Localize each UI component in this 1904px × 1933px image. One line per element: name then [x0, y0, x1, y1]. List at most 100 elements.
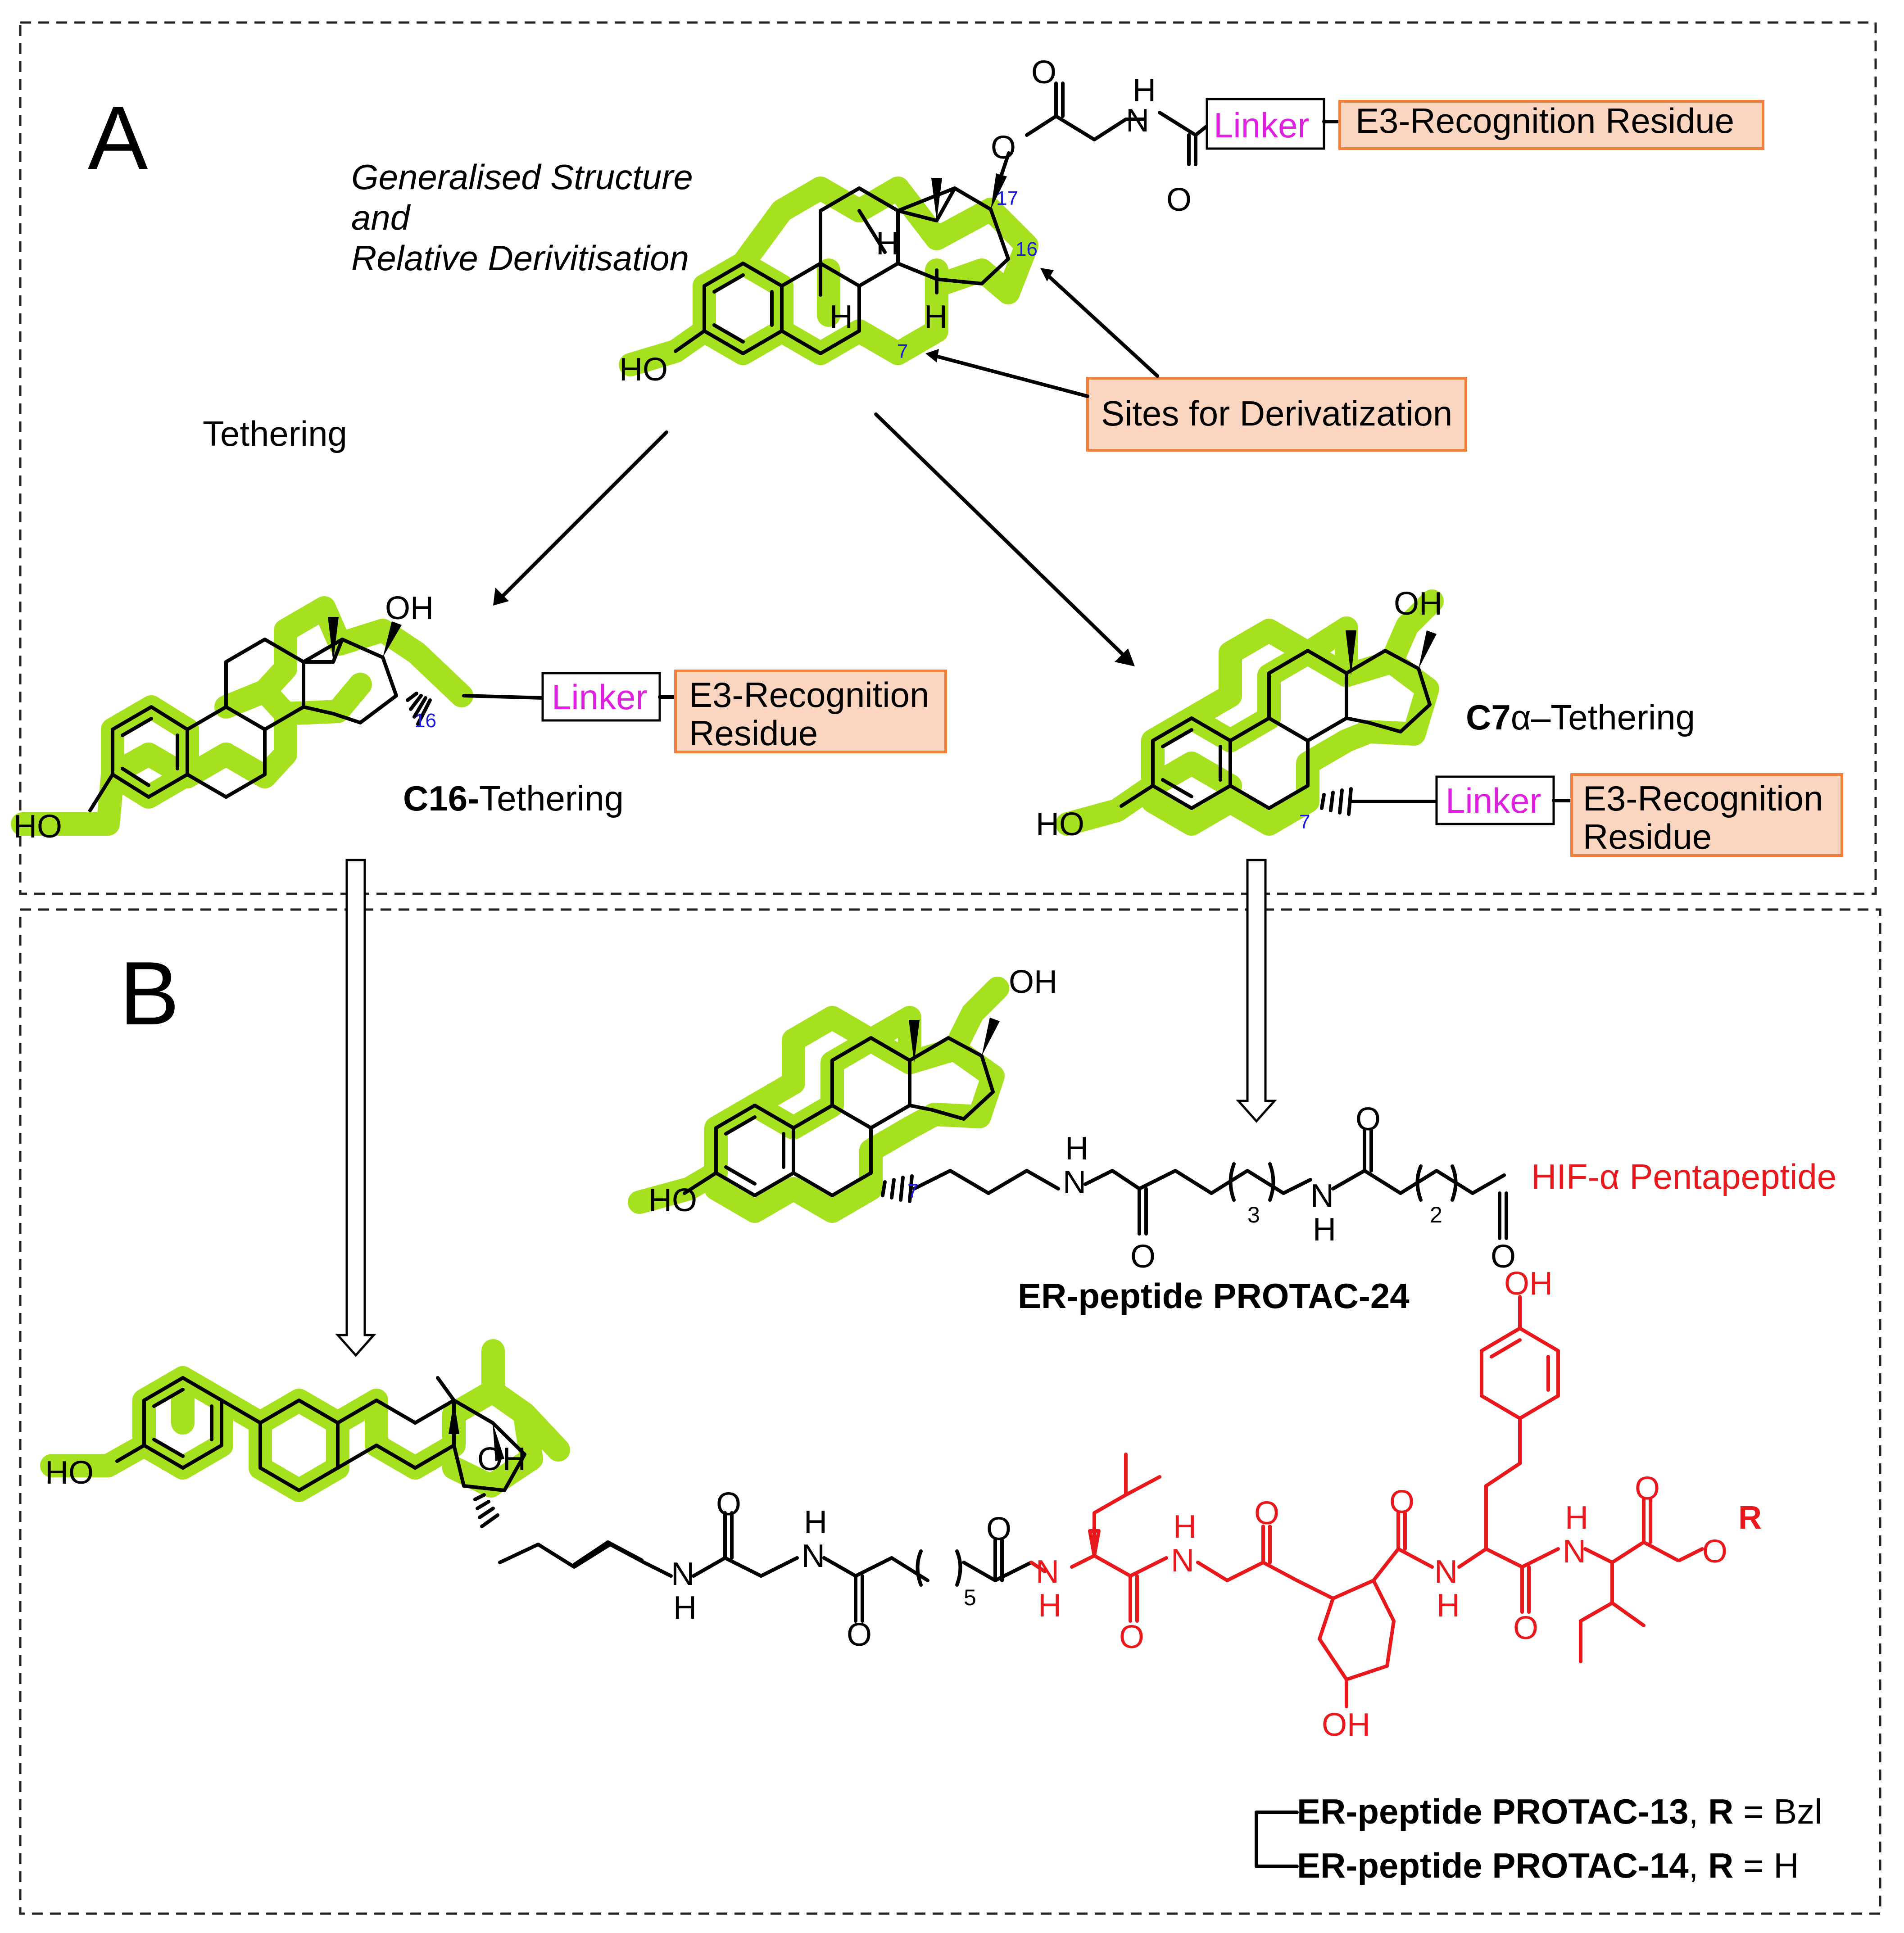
- protac-14-label: ER-peptide PROTAC-14, R = H: [1297, 1846, 1799, 1885]
- h14-atom: H: [924, 299, 947, 335]
- amide-o-atom: O: [1166, 182, 1192, 218]
- p13-n2-atom: N: [802, 1538, 825, 1574]
- hash-bond-16: [406, 692, 432, 726]
- c16-ho-atom: HO: [14, 809, 62, 845]
- sites-box: [1086, 377, 1467, 452]
- e3-box-c7: [1570, 773, 1843, 857]
- e3-label-top: E3-Recognition Residue: [1355, 101, 1734, 140]
- protac-13-label: ER-peptide PROTAC-13, R = Bzl: [1297, 1792, 1822, 1831]
- p13-h3-atom: H: [1038, 1588, 1061, 1624]
- panel-b-label: B: [119, 943, 179, 1044]
- c16-pos-label: 16: [414, 710, 436, 732]
- p13-oh-atom: OH: [477, 1441, 526, 1477]
- linker-label-c16: Linker: [552, 677, 647, 717]
- pos-17-label: 17: [996, 187, 1018, 209]
- e3-box-top: [1338, 100, 1764, 150]
- protac-24-structure: HO OH 7 N H O 3 N H O 2 O HIF-α Pentapep…: [628, 964, 1836, 1275]
- linker-label-top: Linker: [1214, 105, 1309, 145]
- generalised-estradiol-structure: HO H H H 17 16 7 O O N H O Linker E3-Rec…: [619, 54, 1764, 388]
- compound-bracket: [1255, 1811, 1299, 1868]
- p24-n1-atom: N: [1063, 1164, 1086, 1200]
- general-title-line1: Generalised Structure: [351, 157, 693, 197]
- sites-label: Sites for Derivatization: [1101, 394, 1452, 433]
- e3-c7-line1: E3-Recognition: [1583, 779, 1823, 818]
- site-arrows: [925, 268, 1159, 398]
- p13-oh2-atom: OH: [1322, 1707, 1370, 1743]
- protac-13-14-structure: HO OH N H O N H O 5 O N H O N H O OH O N…: [40, 1266, 1762, 1743]
- p24-ho-atom: HO: [648, 1182, 697, 1218]
- p13-n5-atom: N: [1434, 1554, 1458, 1590]
- p24-h2-atom: H: [1313, 1212, 1336, 1248]
- e3-c16-line2: Residue: [689, 713, 818, 753]
- p13-o3-atom: O: [986, 1511, 1011, 1547]
- p24-h1-atom: H: [1065, 1131, 1088, 1167]
- linker-box-top: [1206, 98, 1325, 150]
- p13-h4-atom: H: [1173, 1509, 1197, 1545]
- p13-o4-atom: O: [1119, 1619, 1144, 1655]
- c7-tethering-label: C7α–Tethering: [1466, 697, 1695, 737]
- p13-n4-atom: N: [1171, 1543, 1194, 1579]
- h9-atom: H: [830, 299, 853, 335]
- c7-tethered-structure: HO OH 7 Linker E3-Recognition Residue: [1036, 586, 1843, 857]
- p24-o1-atom: O: [1130, 1239, 1156, 1275]
- p13-h6-atom: H: [1565, 1500, 1588, 1536]
- p24-sub-2: 2: [1430, 1202, 1442, 1227]
- p13-oh3-atom: OH: [1504, 1266, 1553, 1302]
- p13-ho-atom: HO: [45, 1455, 94, 1491]
- p13-h2-atom: H: [804, 1504, 827, 1540]
- p13-n1-atom: N: [671, 1556, 694, 1592]
- p13-o7-atom: O: [1513, 1610, 1538, 1646]
- p13-o9-atom: O: [1702, 1534, 1727, 1570]
- e3-box-c16: [674, 670, 947, 753]
- linker-box-c7: [1435, 775, 1555, 825]
- tether-arrows: [493, 412, 1135, 666]
- open-arrow-right: [1236, 859, 1277, 1123]
- p13-sub-5: 5: [964, 1585, 976, 1610]
- amide-h-atom: H: [1133, 72, 1156, 109]
- open-arrow-left: [335, 859, 376, 1357]
- e3-c16-line1: E3-Recognition: [689, 675, 929, 715]
- c7-oh-atom: OH: [1394, 586, 1442, 622]
- c16-oh-atom: OH: [385, 590, 434, 626]
- c7-pos-label: 7: [1299, 811, 1310, 833]
- p13-h1-atom: H: [673, 1590, 697, 1626]
- p13-o8-atom: O: [1635, 1471, 1660, 1507]
- p13-o1-atom: O: [716, 1486, 741, 1522]
- carbonyl-o-atom: O: [1031, 54, 1056, 91]
- p13-o2-atom: O: [847, 1617, 872, 1653]
- p24-n2-atom: N: [1310, 1178, 1334, 1214]
- protac-24-label: ER-peptide PROTAC-24: [1018, 1276, 1410, 1316]
- linker-box-c16: [541, 672, 661, 722]
- panel-a-frame: [19, 21, 1877, 895]
- pos-7-label: 7: [897, 340, 908, 362]
- p13-o6-atom: O: [1389, 1484, 1414, 1520]
- p13-o5-atom: O: [1254, 1495, 1279, 1531]
- amide-n-atom: N: [1126, 103, 1149, 139]
- p24-sub-3: 3: [1247, 1202, 1260, 1227]
- ester-o-atom: O: [991, 130, 1016, 166]
- p24-oh-atom: OH: [1009, 964, 1057, 1000]
- p24-o3-atom: O: [1491, 1239, 1516, 1275]
- pos-16-label: 16: [1015, 238, 1038, 260]
- p24-o2-atom: O: [1355, 1101, 1381, 1137]
- c7-ho-atom: HO: [1036, 806, 1084, 842]
- panel-a-label: A: [88, 88, 148, 188]
- e3-c7-line2: Residue: [1583, 817, 1712, 856]
- hash-bond-7: [1320, 787, 1353, 816]
- p13-r-atom: R: [1738, 1500, 1762, 1536]
- methyl-wedge: [931, 178, 942, 221]
- c16-tethered-structure: HO OH 16 Linker E3-Recognition Residue: [11, 590, 947, 845]
- p24-pos-7-label: 7: [907, 1180, 918, 1202]
- tethering-label: Tethering: [203, 414, 347, 453]
- hif-pentapeptide-label: HIF-α Pentapeptide: [1531, 1157, 1836, 1196]
- p13-h5-atom: H: [1437, 1588, 1460, 1624]
- p13-n3-atom: N: [1036, 1554, 1059, 1590]
- panel-b-frame: [19, 908, 1881, 1915]
- p13-n6-atom: N: [1563, 1534, 1586, 1570]
- h8-atom: H: [876, 226, 899, 262]
- linker-label-c7: Linker: [1446, 781, 1541, 820]
- general-title-line2: and: [351, 198, 411, 237]
- general-title-line3: Relative Derivitisation: [351, 238, 689, 278]
- ho-atom: HO: [619, 352, 668, 388]
